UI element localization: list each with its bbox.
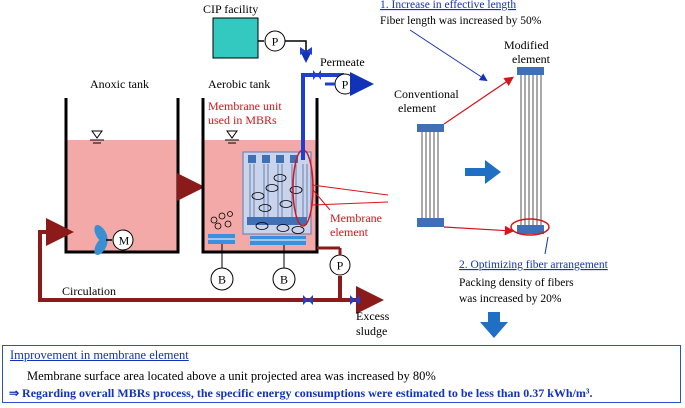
blower-left — [210, 244, 234, 291]
summary-title: Improvement in membrane element — [10, 348, 189, 362]
callout-2-pointer — [544, 236, 549, 255]
summary-line-1: Membrane surface area located above a un… — [27, 369, 436, 383]
conventional-label-1: Conventional — [394, 87, 459, 101]
water-level-icon — [90, 130, 104, 144]
membrane-element-label-1: Membrane — [330, 211, 382, 225]
anoxic-tank — [64, 98, 180, 256]
conventional-label-2: element — [398, 101, 437, 115]
arrangement-highlight — [510, 218, 550, 236]
cip-valve — [300, 47, 312, 55]
summary-arrow — [480, 312, 508, 338]
circulation-label: Circulation — [62, 284, 116, 298]
improvement-1-title: 1. Increase in effective length — [380, 0, 516, 11]
cip-pump-label: P — [272, 35, 279, 49]
improvement-2-detail-2: was increased by 20% — [459, 293, 562, 305]
cip-tank — [212, 17, 259, 59]
improvement-2-title: 2. Optimizing fiber arrangement — [459, 259, 609, 271]
membrane-element-label-2: element — [330, 225, 369, 239]
excess-sludge-label-1: Excess — [356, 309, 390, 323]
return-pump-label: P — [337, 259, 344, 273]
aerobic-tank-label: Aerobic tank — [208, 77, 270, 91]
modified-label-2: element — [512, 52, 551, 66]
summary-line-2: ⇒ Regarding overall MBRs process, the sp… — [9, 386, 593, 400]
membrane-unit — [242, 151, 312, 235]
permeate-pump-label: P — [342, 78, 349, 92]
permeate-valve — [313, 70, 321, 80]
excess-sludge-valve — [350, 295, 360, 305]
modified-label-1: Modified — [504, 38, 549, 52]
improvement-2-detail-1: Packing density of fibers — [459, 277, 574, 289]
transform-arrow — [465, 160, 501, 184]
conventional-element — [417, 124, 444, 227]
circulation-valve — [303, 295, 313, 305]
blower-right — [272, 245, 296, 291]
zoom-line-bottom — [311, 201, 389, 206]
process-schematic: M Anoxic tank — [38, 0, 609, 338]
improvement-1-detail: Fiber length was increased by 50% — [380, 15, 542, 27]
summary-box: Improvement in membrane element Membrane… — [2, 345, 681, 403]
mixer-icon — [94, 224, 134, 256]
cip-facility-label: CIP facility — [203, 2, 258, 16]
aerobic-tank — [201, 98, 319, 254]
permeate-label: Permeate — [320, 55, 365, 69]
membrane-unit-label-2: used in MBRs — [208, 113, 277, 127]
blower-right-label: B — [280, 273, 288, 287]
membrane-unit-label-1: Membrane unit — [208, 99, 282, 113]
arrangement-arrow — [443, 225, 515, 236]
permeate-pipe — [301, 73, 344, 160]
zoom-line-top — [311, 184, 389, 196]
length-arrow — [443, 76, 514, 125]
callout-1-pointer — [409, 29, 488, 82]
modified-element — [517, 67, 544, 234]
excess-sludge-label-2: sludge — [356, 324, 387, 338]
mixer-label: M — [119, 234, 130, 248]
aeration-bubbles — [210, 211, 233, 230]
anoxic-tank-label: Anoxic tank — [90, 77, 149, 91]
water-level-icon — [225, 130, 239, 144]
blower-left-label: B — [218, 273, 226, 287]
